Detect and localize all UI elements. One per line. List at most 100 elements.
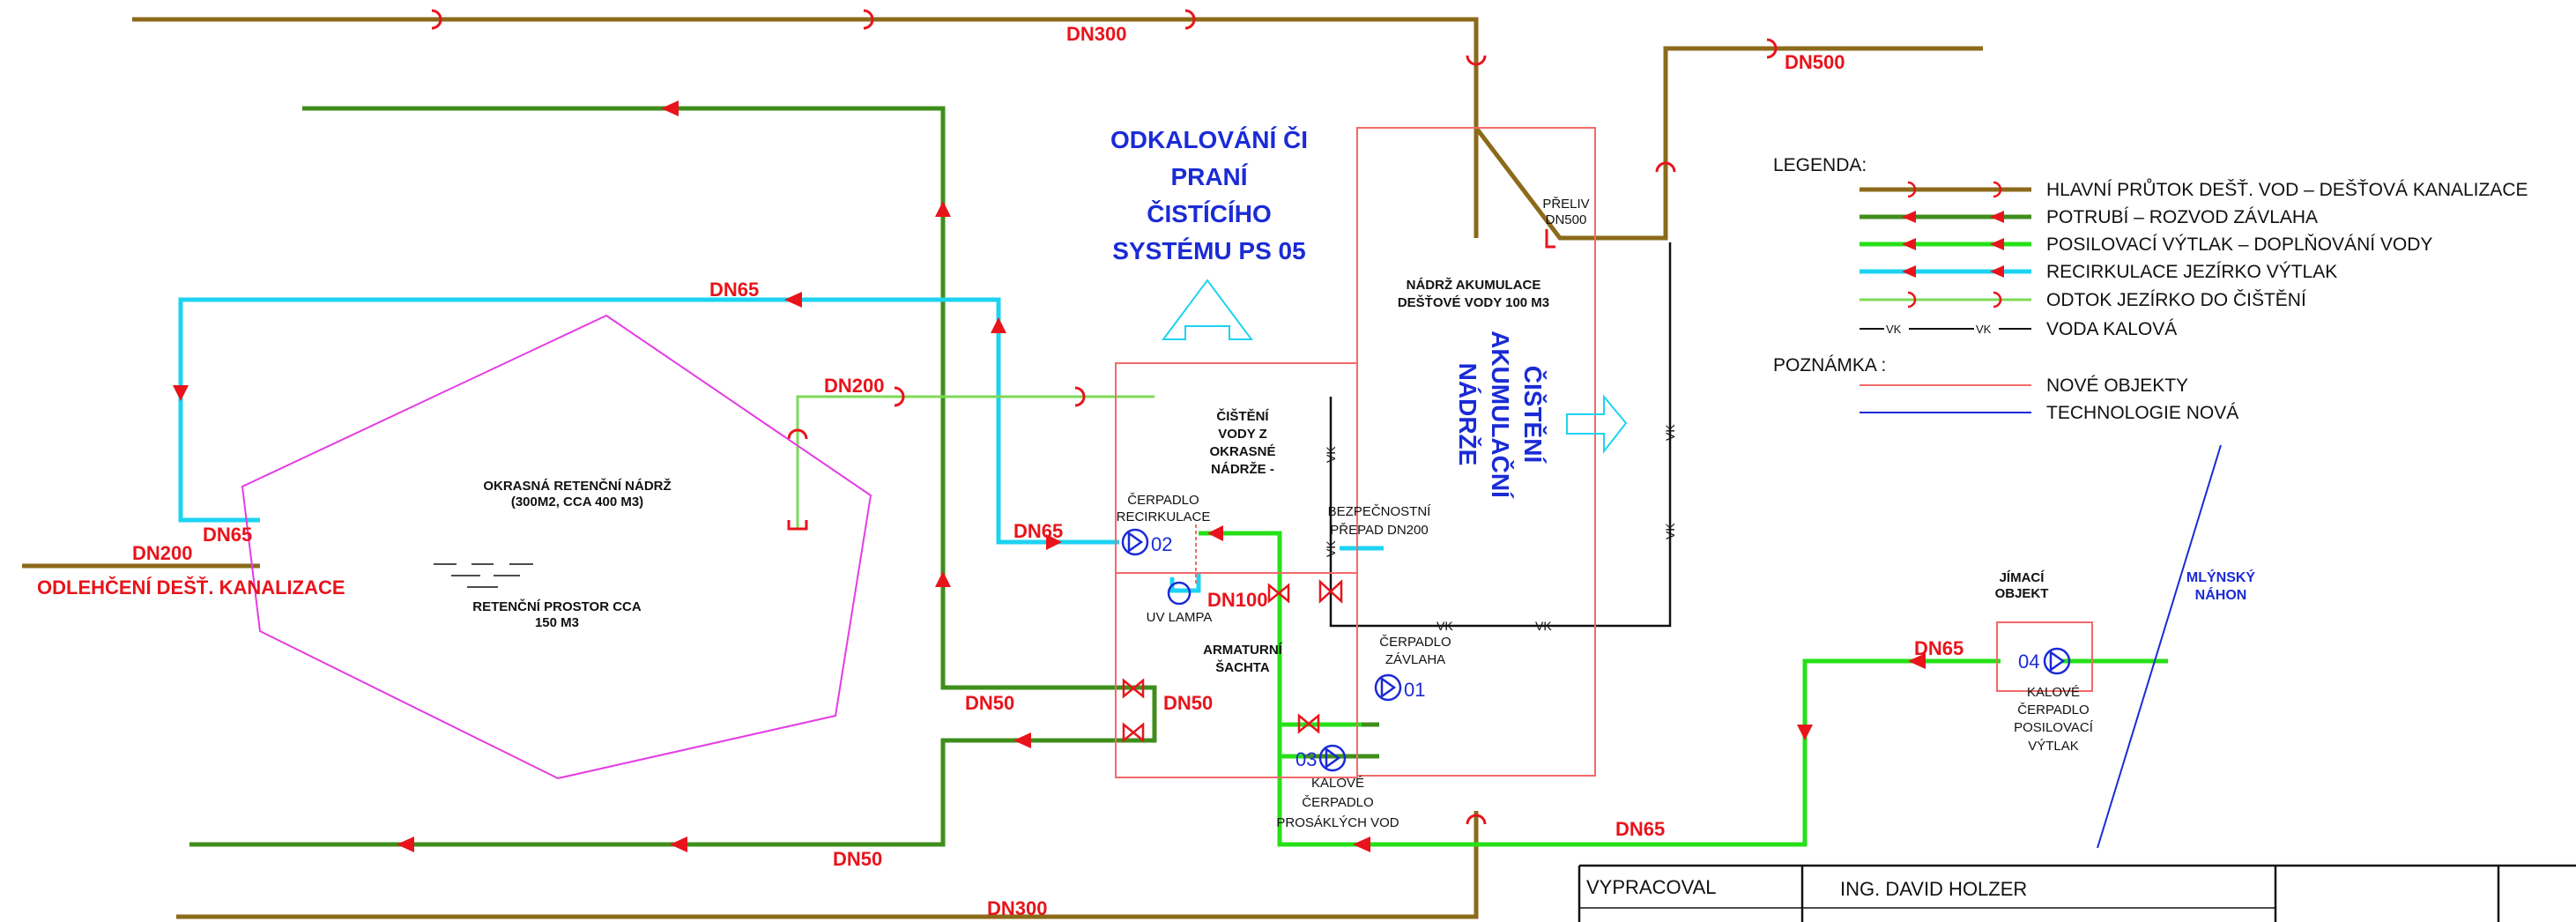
pump-04 bbox=[2043, 647, 2071, 675]
svg-text:NÁHON: NÁHON bbox=[2195, 586, 2247, 603]
title-block-author: ING. DAVID HOLZER bbox=[1840, 878, 2027, 900]
tank-cleaning-title: ČIŠTĚNÍ AKUMULAČNÍ NÁDRŽE bbox=[1454, 331, 1548, 499]
svg-text:POSILOVACÍ: POSILOVACÍ bbox=[2014, 720, 2094, 735]
outflow-pipes bbox=[796, 395, 1154, 529]
recirculation-arrows bbox=[173, 292, 1062, 550]
new-object-outlines bbox=[1115, 127, 2093, 778]
title-block-label: VYPRACOVAL bbox=[1586, 876, 1717, 898]
svg-text:ČIŠTĚNÍ: ČIŠTĚNÍ bbox=[1216, 408, 1269, 424]
label-dn500: DN500 bbox=[1785, 51, 1845, 73]
svg-text:ODKALOVÁNÍ ČI: ODKALOVÁNÍ ČI bbox=[1110, 125, 1308, 153]
overflow-label: PŘELIV DN500 bbox=[1542, 197, 1589, 227]
svg-text:ŠACHTA: ŠACHTA bbox=[1215, 659, 1270, 675]
pump-03-number: 03 bbox=[1295, 748, 1317, 770]
note-item: NOVÉ OBJEKTY bbox=[2046, 375, 2188, 396]
svg-text:ČERPADLO: ČERPADLO bbox=[1127, 493, 1199, 508]
svg-text:VÝTLAK: VÝTLAK bbox=[2028, 739, 2079, 754]
legend-item: RECIRKULACE JEZÍRKO VÝTLAK bbox=[2046, 262, 2337, 282]
svg-text:ČISTÍCÍHO: ČISTÍCÍHO bbox=[1147, 199, 1272, 227]
pressure-arrows bbox=[1207, 525, 1926, 852]
svg-text:ČIŠTĚNÍ: ČIŠTĚNÍ bbox=[1519, 366, 1548, 465]
svg-text:BEZPEČNOSTNÍ: BEZPEČNOSTNÍ bbox=[1328, 504, 1432, 519]
label-dn65-bottom: DN65 bbox=[1615, 818, 1665, 840]
wash-out-arrow bbox=[1162, 279, 1253, 340]
label-dn50-b: DN50 bbox=[1163, 692, 1213, 714]
vk-label: VK bbox=[1436, 619, 1453, 633]
booster-pump-label: KALOVÉ ČERPADLO POSILOVACÍ VÝTLAK bbox=[2014, 685, 2094, 754]
vk-label: VK bbox=[1324, 446, 1338, 463]
svg-text:PRANÍ: PRANÍ bbox=[1170, 163, 1248, 190]
valves bbox=[1122, 583, 1320, 743]
svg-text:NÁDRŽE: NÁDRŽE bbox=[1454, 363, 1481, 466]
svg-text:KALOVÉ: KALOVÉ bbox=[2027, 685, 2080, 700]
label-dn300-top: DN300 bbox=[1066, 23, 1126, 45]
svg-text:PROSÁKLÝCH VOD: PROSÁKLÝCH VOD bbox=[1276, 815, 1399, 830]
water-level-symbol bbox=[434, 563, 533, 588]
svg-text:PŘELIV: PŘELIV bbox=[1542, 197, 1589, 212]
title-block bbox=[1578, 864, 2576, 922]
mill-race-line bbox=[2097, 444, 2222, 849]
vk-label: VK bbox=[1535, 619, 1552, 633]
svg-text:ARMATURNÍ: ARMATURNÍ bbox=[1203, 643, 1283, 658]
svg-text:RECIRKULACE: RECIRKULACE bbox=[1117, 509, 1211, 524]
vk-label: VK bbox=[1663, 523, 1677, 539]
label-dn200-mid: DN200 bbox=[824, 375, 884, 397]
svg-text:JÍMACÍ: JÍMACÍ bbox=[2000, 570, 2045, 585]
note-item: TECHNOLOGIE NOVÁ bbox=[2046, 403, 2238, 423]
legend: LEGENDA: HLAVNÍ PRŮTOK DEŠŤ. VOD – DEŠŤO… bbox=[1773, 155, 2528, 423]
svg-text:VODY Z: VODY Z bbox=[1218, 427, 1267, 442]
label-dn50-a: DN50 bbox=[965, 692, 1014, 714]
label-dn65-mid: DN65 bbox=[1013, 520, 1063, 542]
storm-sewer-markers bbox=[431, 9, 1778, 825]
label-dn65-cyan-top: DN65 bbox=[709, 279, 759, 301]
svg-text:OKRASNÁ RETENČNÍ NÁDRŽ: OKRASNÁ RETENČNÍ NÁDRŽ bbox=[483, 478, 671, 494]
note-title: POZNÁMKA : bbox=[1773, 355, 1886, 375]
vk-label: VK bbox=[1324, 540, 1338, 557]
recirculation-pipes bbox=[178, 297, 1384, 593]
label-dn65-left: DN65 bbox=[203, 524, 252, 546]
svg-text:PŘEPAD DN200: PŘEPAD DN200 bbox=[1330, 523, 1428, 538]
storage-tank-label: NÁDRŽ AKUMULACE DEŠŤOVÉ VODY 100 M3 bbox=[1398, 277, 1549, 310]
svg-text:ČERPADLO: ČERPADLO bbox=[1302, 795, 1373, 810]
seepage-pump-label: KALOVÉ ČERPADLO PROSÁKLÝCH VOD bbox=[1276, 776, 1399, 830]
label-dn200-left: DN200 bbox=[132, 542, 192, 564]
wash-out-title: ODKALOVÁNÍ ČI PRANÍ ČISTÍCÍHO SYSTÉMU PS… bbox=[1110, 125, 1308, 264]
recirc-pump-label: ČERPADLO RECIRKULACE bbox=[1117, 493, 1211, 524]
pump-02 bbox=[1121, 528, 1149, 556]
pump-02-number: 02 bbox=[1151, 533, 1172, 555]
svg-text:DN500: DN500 bbox=[1546, 212, 1587, 227]
legend-item: POTRUBÍ – ROZVOD ZÁVLAHA bbox=[2046, 207, 2318, 227]
legend-item: ODTOK JEZÍRKO DO ČIŠTĚNÍ bbox=[2046, 290, 2306, 310]
svg-text:AKUMULAČNÍ: AKUMULAČNÍ bbox=[1487, 331, 1515, 499]
uv-lamp-icon bbox=[1167, 581, 1191, 606]
svg-text:DEŠŤOVÉ VODY 100 M3: DEŠŤOVÉ VODY 100 M3 bbox=[1398, 294, 1549, 310]
legend-title: LEGENDA: bbox=[1773, 155, 1867, 175]
legend-item: POSILOVACÍ VÝTLAK – DOPLŇOVÁNÍ VODY bbox=[2046, 234, 2432, 255]
legend-vk: VK bbox=[1976, 323, 1992, 336]
pump-04-number: 04 bbox=[2018, 651, 2039, 673]
safety-overflow-label: BEZPEČNOSTNÍ PŘEPAD DN200 bbox=[1328, 504, 1432, 538]
svg-text:NÁDRŽE -: NÁDRŽE - bbox=[1211, 461, 1274, 477]
pressure-pipes bbox=[1199, 531, 2168, 847]
storm-sewer-pipes bbox=[22, 17, 1983, 919]
svg-text:NÁDRŽ AKUMULACE: NÁDRŽ AKUMULACE bbox=[1407, 277, 1541, 293]
outflow-markers bbox=[787, 386, 1086, 531]
pump-01-number: 01 bbox=[1404, 679, 1425, 701]
irrigation-pump-label: ČERPADLO ZÁVLAHA bbox=[1379, 635, 1451, 667]
tank-cleaning-arrow bbox=[1566, 394, 1628, 454]
vk-labels: VK VK VK VK VK VK bbox=[1324, 424, 1677, 633]
vk-label: VK bbox=[1663, 424, 1677, 441]
svg-text:MLÝNSKÝ: MLÝNSKÝ bbox=[2186, 569, 2256, 585]
svg-text:150 M3: 150 M3 bbox=[535, 615, 579, 630]
legend-item: HLAVNÍ PRŮTOK DEŠŤ. VOD – DEŠŤOVÁ KANALI… bbox=[2046, 179, 2528, 200]
svg-text:RETENČNÍ PROSTOR CCA: RETENČNÍ PROSTOR CCA bbox=[472, 599, 642, 614]
label-odlehceni: ODLEHČENÍ DEŠŤ. KANALIZACE bbox=[37, 576, 345, 599]
pond-water-cleaning-label: ČIŠTĚNÍ VODY Z OKRASNÉ NÁDRŽE - bbox=[1209, 408, 1275, 477]
pond-outline bbox=[241, 314, 872, 780]
legend-vk: VK bbox=[1886, 323, 1902, 336]
svg-text:ČERPADLO: ČERPADLO bbox=[2017, 703, 2089, 718]
intake-object-label: JÍMACÍ OBJEKT bbox=[1995, 570, 2049, 601]
svg-text:SYSTÉMU PS 05: SYSTÉMU PS 05 bbox=[1112, 237, 1305, 264]
label-dn65-right: DN65 bbox=[1914, 637, 1964, 659]
